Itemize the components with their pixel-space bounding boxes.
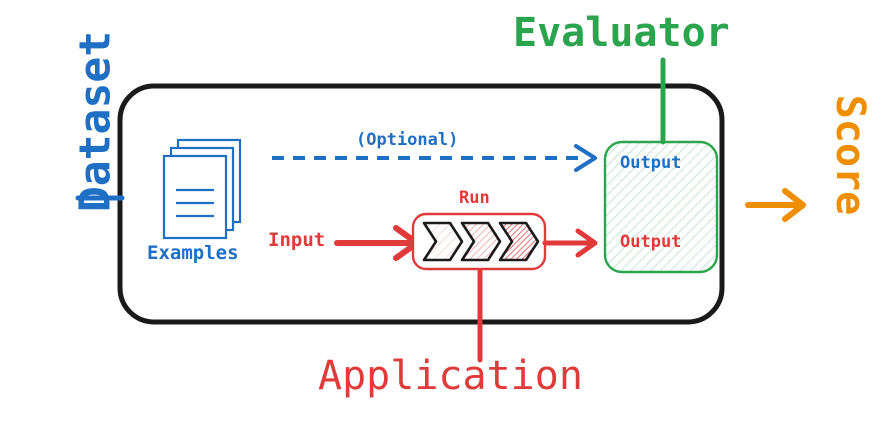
output-node[interactable] xyxy=(603,140,719,274)
pipeline-boundary xyxy=(117,83,725,325)
output-bottom-label: Output xyxy=(620,232,682,252)
run-to-output-arrow xyxy=(542,228,598,258)
input-edge-label: Input xyxy=(268,229,326,251)
input-arrow xyxy=(334,225,420,261)
score-arrow xyxy=(745,188,806,222)
documents-stack-icon xyxy=(162,138,242,240)
evaluator-label: Evaluator xyxy=(513,10,730,56)
application-label: Application xyxy=(318,353,583,399)
output-top-label: Output xyxy=(620,153,682,173)
optional-edge-label: (Optional) xyxy=(356,130,459,150)
run-label: Run xyxy=(459,188,490,208)
run-node[interactable] xyxy=(411,212,547,271)
dataset-label: Dataset xyxy=(70,30,121,213)
optional-arrow xyxy=(272,144,597,172)
score-label: Score xyxy=(827,94,873,216)
examples-label: Examples xyxy=(147,242,239,264)
